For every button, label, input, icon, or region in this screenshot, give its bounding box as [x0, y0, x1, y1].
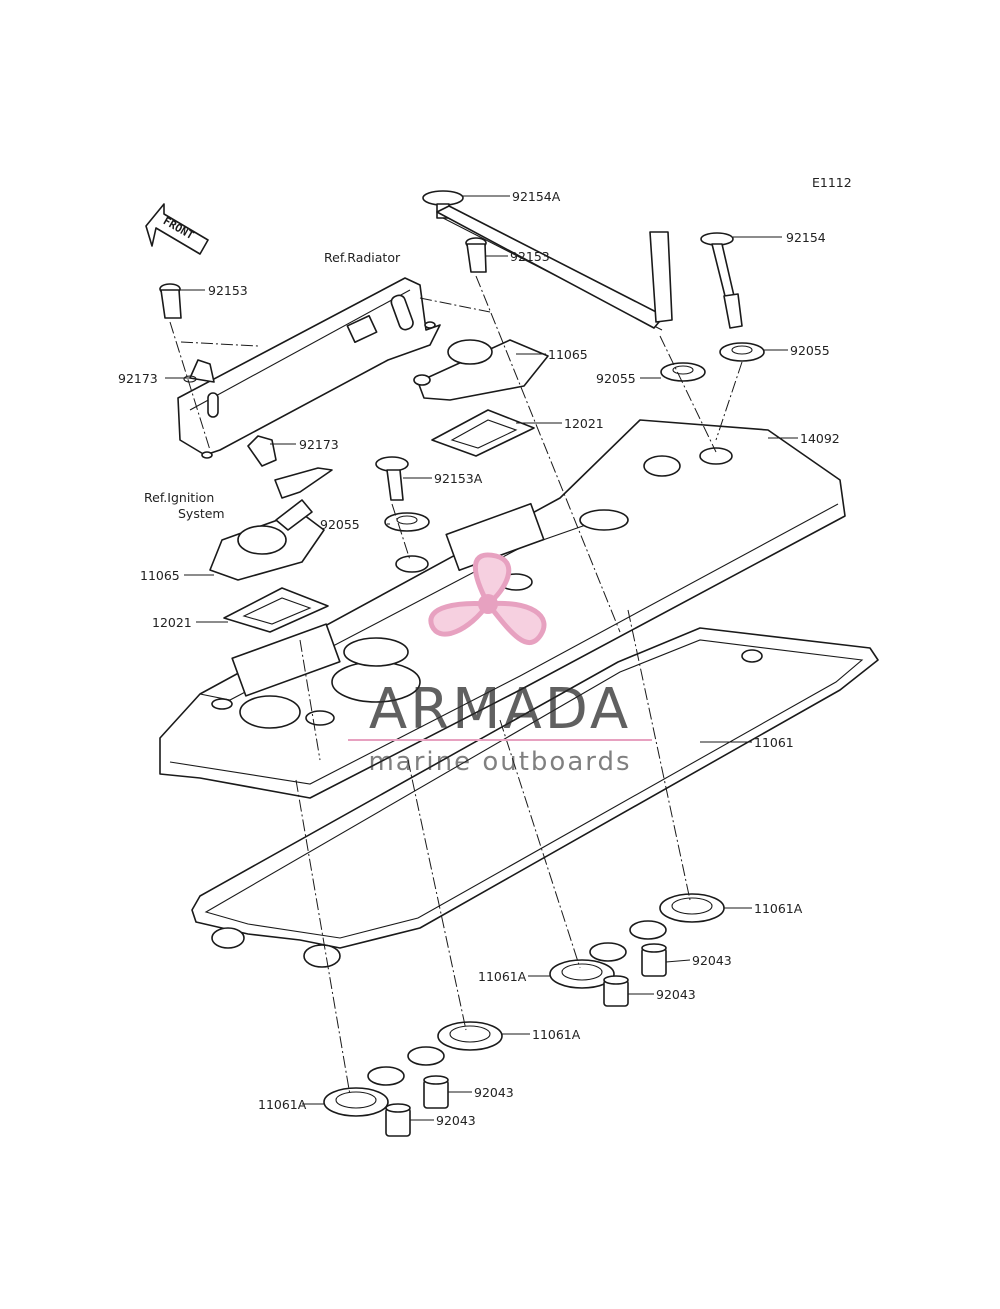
alignment-lines [169, 275, 743, 1096]
watermark-brand: ARMADA [369, 677, 631, 742]
front-arrow-icon: FRONT [145, 203, 209, 255]
bolt-92154 [700, 232, 743, 329]
propeller-logo-icon [428, 552, 547, 645]
label-14092: 14092 [800, 431, 840, 446]
seal-11061A-r-small [589, 920, 667, 962]
washer-92055-mid [660, 362, 706, 382]
bolt-92153A [375, 456, 409, 501]
dowel-92043-r2 [603, 975, 629, 1007]
label-92043-l1: 92043 [474, 1085, 514, 1100]
label-12021-left: 12021 [152, 615, 192, 630]
seal-11061A-l1 [437, 1021, 503, 1051]
label-92153-mid: 92153 [510, 249, 550, 264]
dowel-92043-r1 [641, 943, 667, 977]
label-11061A-l1: 11061A [532, 1027, 581, 1042]
label-92055-right: 92055 [790, 343, 830, 358]
label-92055-left: 92055 [320, 517, 360, 532]
gasket-12021-right [431, 409, 535, 457]
label-92055-mid: 92055 [596, 371, 636, 386]
washer-92055-left [384, 512, 430, 532]
label-11061: 11061 [754, 735, 794, 750]
label-11061A-l2: 11061A [258, 1097, 307, 1112]
cover-11065-left [209, 499, 325, 581]
dowel-92043-l1 [423, 1075, 449, 1109]
ref-ignition-label-line2: System [178, 506, 225, 521]
leader-lines [165, 195, 798, 1121]
washer-92055-right [719, 342, 765, 362]
label-92154A: 92154A [512, 189, 561, 204]
label-92043-r1: 92043 [692, 953, 732, 968]
seal-11061A-r1 [659, 893, 725, 923]
label-11061A-r1: 11061A [754, 901, 803, 916]
ref-radiator-label: Ref.Radiator [324, 250, 401, 265]
seal-11061A-l-small [367, 1046, 445, 1086]
diagram-code: E1112 [812, 175, 852, 190]
clamp-92173-mid [247, 435, 333, 499]
seal-11061A-l2 [323, 1087, 389, 1117]
watermark-tagline: marine outboards [368, 747, 631, 777]
label-92153A: 92153A [434, 471, 483, 486]
label-12021-right: 12021 [564, 416, 604, 431]
cover-11065-right [413, 339, 549, 401]
gasket-12021-left [223, 587, 329, 633]
dowel-92043-l2 [385, 1103, 411, 1137]
seal-11061A-r2 [549, 959, 615, 989]
label-92043-l2: 92043 [436, 1113, 476, 1128]
label-11065-left: 11065 [140, 568, 180, 583]
gasket-11061 [191, 627, 879, 968]
ref-ignition-label-line1: Ref.Ignition [144, 490, 214, 505]
label-92173-top: 92173 [118, 371, 158, 386]
clamp-92173-top [183, 359, 215, 383]
radiator-bracket [177, 277, 441, 459]
bolt-92153-mid [465, 237, 487, 273]
label-92043-r2: 92043 [656, 987, 696, 1002]
label-92173-mid: 92173 [299, 437, 339, 452]
armada-watermark: ARMADA marine outboards [348, 552, 652, 777]
label-92154: 92154 [786, 230, 826, 245]
bolt-92153-left [159, 283, 182, 319]
label-11065-right: 11065 [548, 347, 588, 362]
label-11061A-r2: 11061A [478, 969, 527, 984]
label-92153-left: 92153 [208, 283, 248, 298]
bolt-92154A [422, 190, 673, 331]
